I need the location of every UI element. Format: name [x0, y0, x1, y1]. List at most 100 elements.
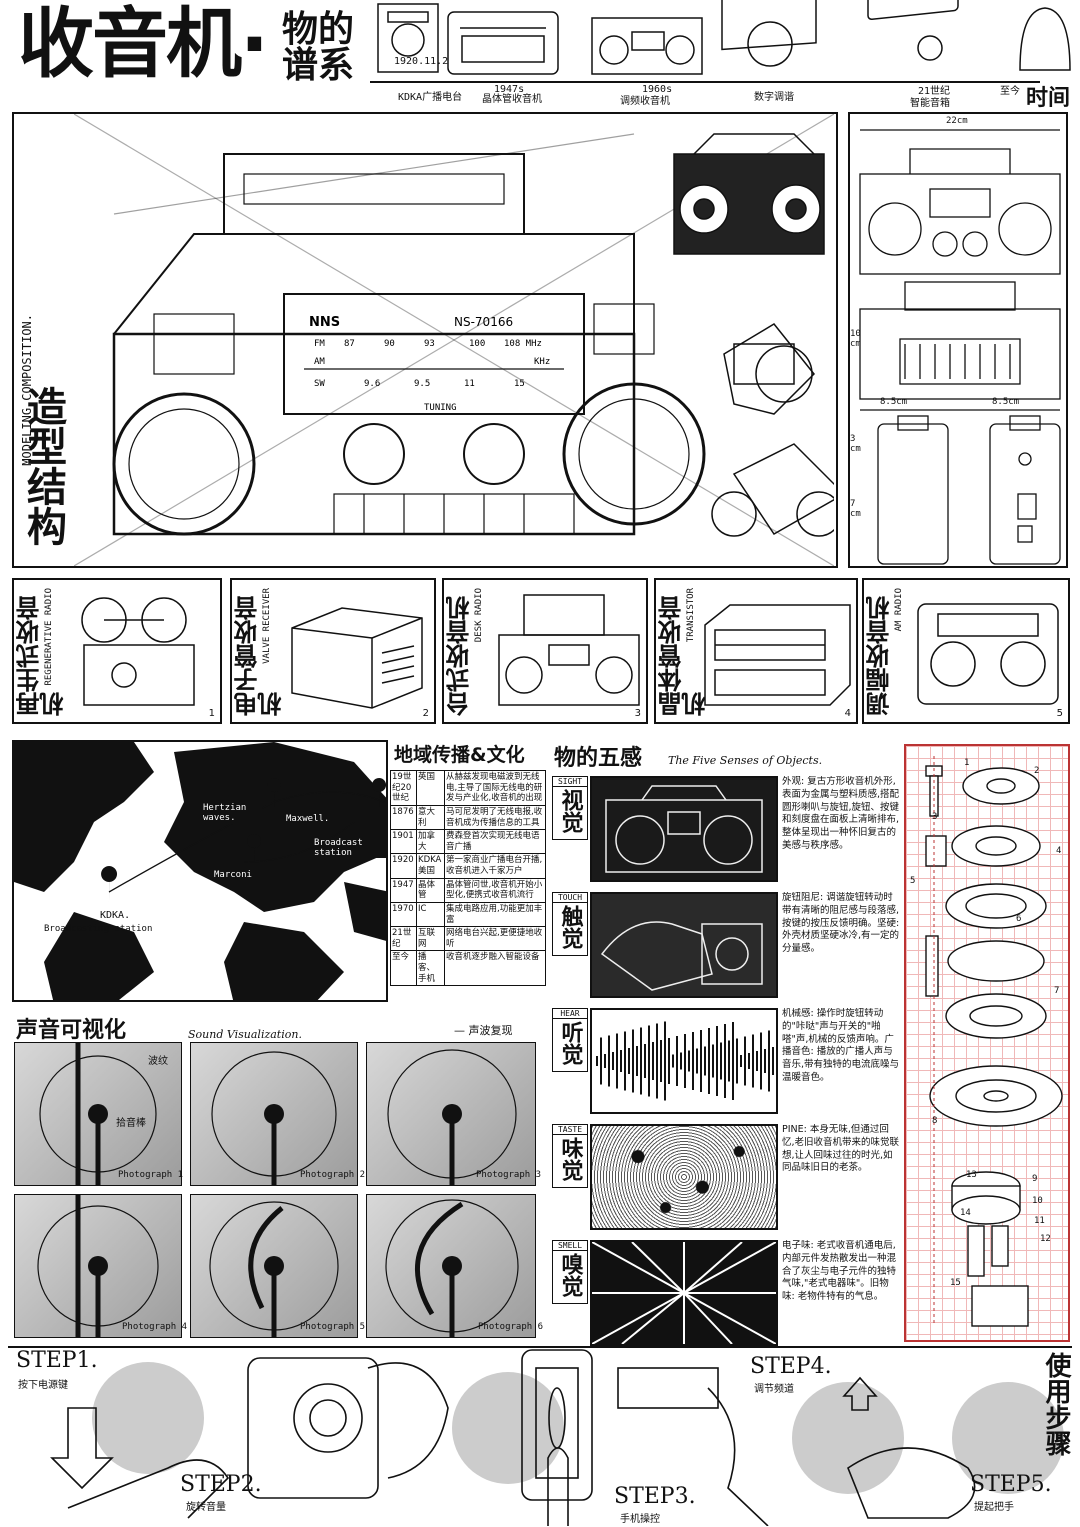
waveform-bar: [628, 1048, 630, 1074]
waveform-bar: [760, 1032, 762, 1090]
sense-cn: 视觉: [557, 789, 583, 833]
waveform-bar: [748, 1053, 750, 1069]
waveform-bar: [620, 1050, 622, 1072]
photo-caption-4: Photograph 4: [122, 1322, 188, 1332]
timeline-label-3: 调频收音机: [620, 96, 670, 107]
sense-en: TASTE: [553, 1125, 587, 1135]
culture-place: KDKA美国: [417, 854, 445, 878]
timeline-date-2: 1947s: [494, 84, 525, 95]
culture-year: 1876: [391, 805, 417, 830]
waveform-bar: [664, 1021, 666, 1101]
steps-title: 使用步骤: [1041, 1352, 1071, 1456]
world-map-panel: Hertzian waves. Maxwell. Marconi Broadca…: [12, 740, 388, 1002]
waveform-bar: [696, 1048, 698, 1074]
dial-fm-108: 108 MHz: [504, 339, 542, 349]
part-num: 15: [950, 1278, 961, 1288]
culture-desc: 晶体管问世,收音机开始小型化,便携式收音机流行: [446, 879, 543, 901]
culture-table: 19世纪20世纪英国从赫兹发现电磁波到无线电,主导了国际无线电的研发与产业化,收…: [390, 770, 546, 987]
type-card-2: 电子管收音机 VALVE RECEIVER 2: [230, 578, 436, 724]
waveform-bar: [632, 1029, 634, 1093]
note-wave: 波纹: [148, 1056, 168, 1067]
smell-burst: [590, 1240, 778, 1346]
sense-text-smell: 电子味: 老式收音机通电后,内部元件发热散发出一种混合了灰尘与电子元件的独特气味…: [782, 1240, 897, 1303]
timeline-label-1: KDKA广播电台: [398, 92, 463, 103]
waveform-bar: [720, 1042, 722, 1080]
type-cn-5: 调幅收音机: [866, 596, 894, 716]
hear-waveform: [590, 1008, 778, 1114]
culture-desc: 从赫兹发现电磁波到无线电,主导了国际无线电的研发与产业化,收音机的出现: [446, 772, 543, 804]
senses-title-en: The Five Senses of Objects.: [668, 754, 823, 767]
sound-legend-text: 声波复现: [468, 1024, 513, 1037]
timeline-date-5: 21世纪: [918, 86, 951, 97]
sound-overlay: [37, 1042, 519, 1338]
sight-image: [590, 776, 778, 882]
waveform-bar: [640, 1027, 642, 1095]
dim-w2: 8.5cm: [992, 397, 1020, 407]
dial-sw-3: 11: [464, 379, 475, 389]
dim-h1: 3 cm: [850, 434, 861, 454]
culture-year: 1901: [391, 830, 417, 854]
step-2-label: STEP2.: [180, 1472, 262, 1497]
waveform-bar: [692, 1032, 694, 1090]
waveform-bar: [700, 1030, 702, 1092]
exploded-parts-drawing: [925, 756, 1063, 1327]
regenerative-radio-sketch: [81, 597, 195, 706]
type-num-5: 5: [1056, 708, 1063, 719]
step-3-sub: 手机操控: [620, 1514, 660, 1525]
step-4-label: STEP4.: [750, 1354, 832, 1379]
sense-text-sight: 外观: 复古方形收音机外形,表面为金属与塑料质感,搭配圆形喇叭与旋钮,旋钮、按键…: [782, 776, 900, 852]
senses-title: 物的五感: [554, 746, 643, 771]
boombox-perspective-drawing: NNS NS-70166 FM 87 90 93 100 108 MHz AM …: [74, 114, 834, 566]
culture-year: 19世纪20世纪: [391, 771, 417, 805]
steps-illustration: [50, 1349, 1064, 1526]
sense-cn: 触觉: [557, 905, 583, 949]
waveform-bar: [604, 1054, 606, 1068]
part-num: 9: [1032, 1174, 1038, 1184]
world-map: [14, 742, 386, 1000]
sound-title-en: Sound Visualization.: [188, 1028, 302, 1041]
type-card-4: 晶体管收音机 TRANSISTOR 4: [654, 578, 858, 724]
sense-cn: 嗅觉: [557, 1253, 583, 1297]
waveform-bar: [728, 1040, 730, 1082]
culture-year: 1947: [391, 878, 417, 902]
waveform-bar: [744, 1036, 746, 1086]
part-num: 3: [932, 812, 938, 822]
waveform-bar: [708, 1028, 710, 1094]
transistor-radio-sketch: [704, 604, 851, 706]
waveform-bar: [764, 1049, 766, 1073]
timeline-sketches: [370, 0, 1071, 83]
waveform-bar: [652, 1042, 654, 1080]
dial-sw: SW: [314, 379, 325, 389]
note-stick: 拾音棒: [116, 1118, 146, 1129]
step-5-label: STEP5.: [970, 1472, 1052, 1497]
culture-desc: 集成电路应用,功能更加丰富: [446, 903, 543, 925]
page-subtitle: 物的谱系: [282, 9, 355, 86]
type-en-2: VALVE RECEIVER: [262, 588, 272, 664]
waveform-bar: [768, 1030, 770, 1092]
part-num: 14: [960, 1208, 971, 1218]
dial-fm: FM: [314, 339, 325, 349]
part-num: 7: [1054, 986, 1060, 996]
sound-visualization-panel: 声音可视化 Sound Visualization. — 声波复现 波纹 拾音棒…: [12, 1008, 546, 1344]
map-label-maxwell: Maxwell.: [286, 814, 330, 824]
step-2-sub: 旋转音量: [186, 1502, 226, 1513]
culture-place: 英国: [417, 771, 445, 805]
map-label-marconi: Marconi: [214, 870, 252, 880]
sense-en: TOUCH: [553, 893, 587, 903]
waveform-bar: [656, 1023, 658, 1099]
photo-caption-5: Photograph 5: [300, 1322, 366, 1332]
part-num: 8: [932, 1116, 938, 1126]
culture-row: 21世纪互联网网络电台兴起,更便捷地收听: [391, 927, 545, 952]
type-cn-2: 电子管收音机: [234, 596, 286, 716]
type-en-4: TRANSISTOR: [686, 588, 696, 643]
modeling-panel: MODELING COMPOSITION. 造型结构 NNS NS-70166 …: [12, 112, 838, 568]
part-num: 12: [1040, 1234, 1051, 1244]
culture-desc: 马可尼发明了无线电报,收音机成为传播信息的工具: [446, 806, 543, 828]
culture-place: 播客、手机: [417, 951, 445, 986]
type-card-5: 调幅收音机 AM RADIO 5: [862, 578, 1070, 724]
step-5-sub: 提起把手: [974, 1502, 1014, 1513]
step-1-sub: 按下电源键: [18, 1380, 68, 1391]
dim-h2: 7 cm: [850, 499, 861, 519]
